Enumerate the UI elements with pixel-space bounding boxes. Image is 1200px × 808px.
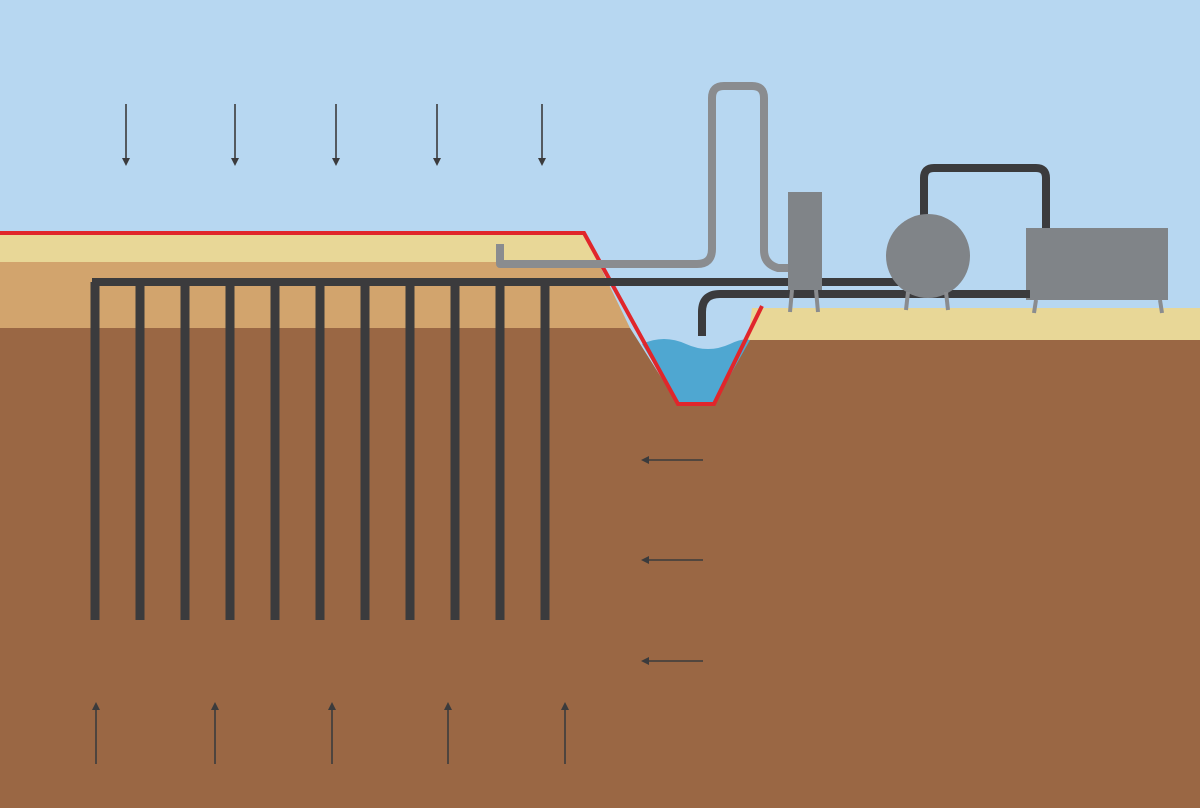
separator-tank [788, 192, 822, 313]
topsoil-layer-left [0, 233, 598, 262]
uplift-arrows [92, 702, 569, 764]
vacuum-return-pipe [920, 164, 1050, 232]
topsoil-layer-right [748, 308, 1200, 340]
suction-pipe [496, 82, 790, 272]
load-arrows [122, 104, 546, 166]
discharge-pipe [698, 290, 1030, 336]
excavation-membrane [0, 231, 764, 406]
vertical-drains [90, 282, 550, 620]
seepage-arrows [641, 456, 703, 665]
pump-motor-unit [1026, 228, 1168, 314]
deep-soil-layer [0, 328, 1200, 808]
vacuum-pump [886, 214, 970, 311]
